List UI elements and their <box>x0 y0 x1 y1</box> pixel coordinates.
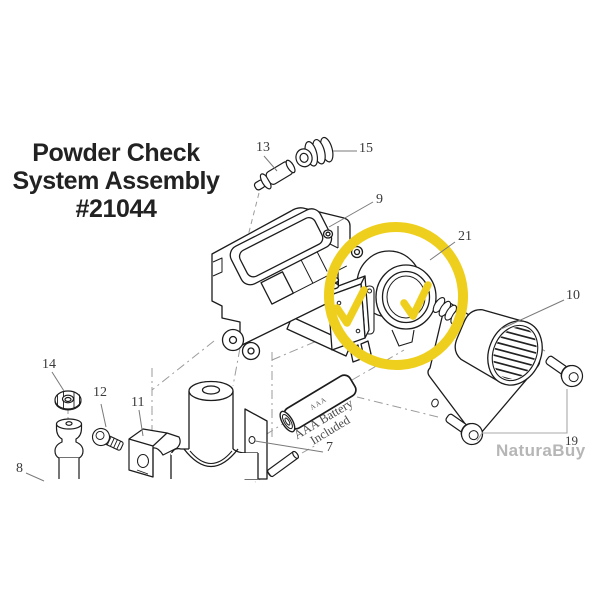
part-label-7: 7 <box>326 440 333 455</box>
spring-part-15 <box>295 136 334 168</box>
housing-wheels <box>221 328 261 361</box>
screw-part-19-right <box>545 355 584 388</box>
checkmark-icon <box>400 281 432 320</box>
title-line-1: Powder Check <box>32 139 200 167</box>
pin-part-7 <box>267 450 299 478</box>
bracket-part-11 <box>128 428 181 478</box>
part-label-10: 10 <box>566 288 580 303</box>
bolt-part-13 <box>253 159 296 191</box>
part-label-19: 19 <box>565 433 578 448</box>
part-label-9: 9 <box>376 192 383 207</box>
screw-part-12 <box>91 427 124 451</box>
title-line-3: #21044 <box>75 195 157 223</box>
title-line-2: System Assembly <box>12 167 220 195</box>
aaa-battery: AAA <box>279 374 357 433</box>
screw-part-19-bottom <box>445 413 484 446</box>
part-label-12: 12 <box>93 385 107 400</box>
rod-part-8 <box>54 418 84 479</box>
leader-lines <box>25 150 565 482</box>
nut-part-14 <box>54 390 82 411</box>
watermark: NaturaBuy <box>496 441 586 460</box>
part-label-13: 13 <box>256 140 270 155</box>
part-label-11: 11 <box>131 395 145 410</box>
housing-part-9 <box>211 207 352 361</box>
diagram-title: Powder Check System Assembly #21044 <box>0 139 232 223</box>
part-label-14: 14 <box>42 357 56 372</box>
part-label-21: 21 <box>458 229 472 244</box>
checkmark-icon <box>333 286 368 327</box>
leader-19 <box>476 389 568 442</box>
highlight-circle <box>323 222 469 370</box>
die-cylinder <box>170 380 268 480</box>
highlight-annotation <box>323 222 469 370</box>
part-label-15: 15 <box>359 141 373 156</box>
part-label-8: 8 <box>16 461 23 476</box>
